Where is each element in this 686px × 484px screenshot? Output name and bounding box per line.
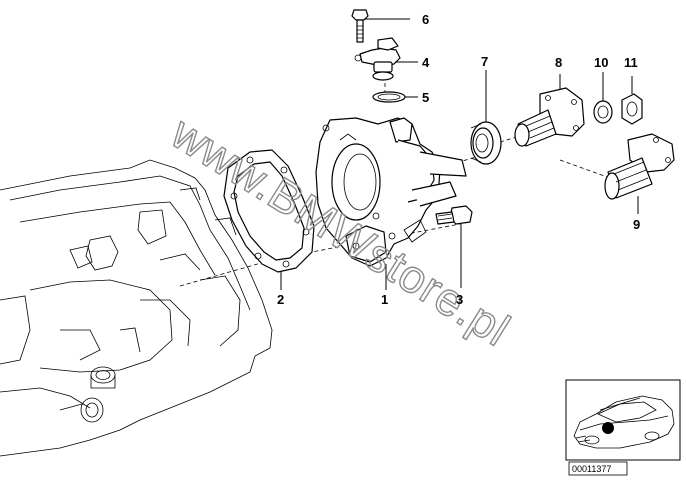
- bolt-part: [435, 205, 473, 225]
- output-flange-part: [514, 87, 585, 147]
- reference-code: 00011377: [572, 464, 611, 474]
- callout-11: 11: [624, 55, 638, 70]
- nut-part: [621, 93, 643, 125]
- callout-7: 7: [481, 54, 488, 69]
- shaft-seal-part: [470, 121, 502, 165]
- callout-3: 3: [456, 292, 463, 307]
- callout-6: 6: [422, 12, 429, 27]
- callout-9: 9: [633, 217, 640, 232]
- callout-10: 10: [594, 55, 608, 70]
- callout-1: 1: [381, 292, 388, 307]
- housing-cover-part: [315, 117, 467, 267]
- leader-lines: [280, 18, 639, 290]
- gasket-part: [223, 149, 315, 273]
- location-marker-icon: [602, 422, 614, 434]
- washer-part: [593, 100, 613, 124]
- callout-2: 2: [277, 292, 284, 307]
- callout-5: 5: [422, 90, 429, 105]
- transmission-housing: [0, 159, 273, 457]
- callout-numbers: 1 2 3 4 5 6 7 8 9 10 11: [277, 12, 640, 307]
- o-ring-part: [372, 91, 406, 103]
- flange-variant-part: [604, 133, 675, 200]
- callout-8: 8: [555, 55, 562, 70]
- callout-4: 4: [422, 55, 430, 70]
- screw-part: [351, 9, 369, 43]
- vehicle-locator-inset: 00011377: [565, 379, 681, 476]
- sensor-part: [354, 37, 401, 81]
